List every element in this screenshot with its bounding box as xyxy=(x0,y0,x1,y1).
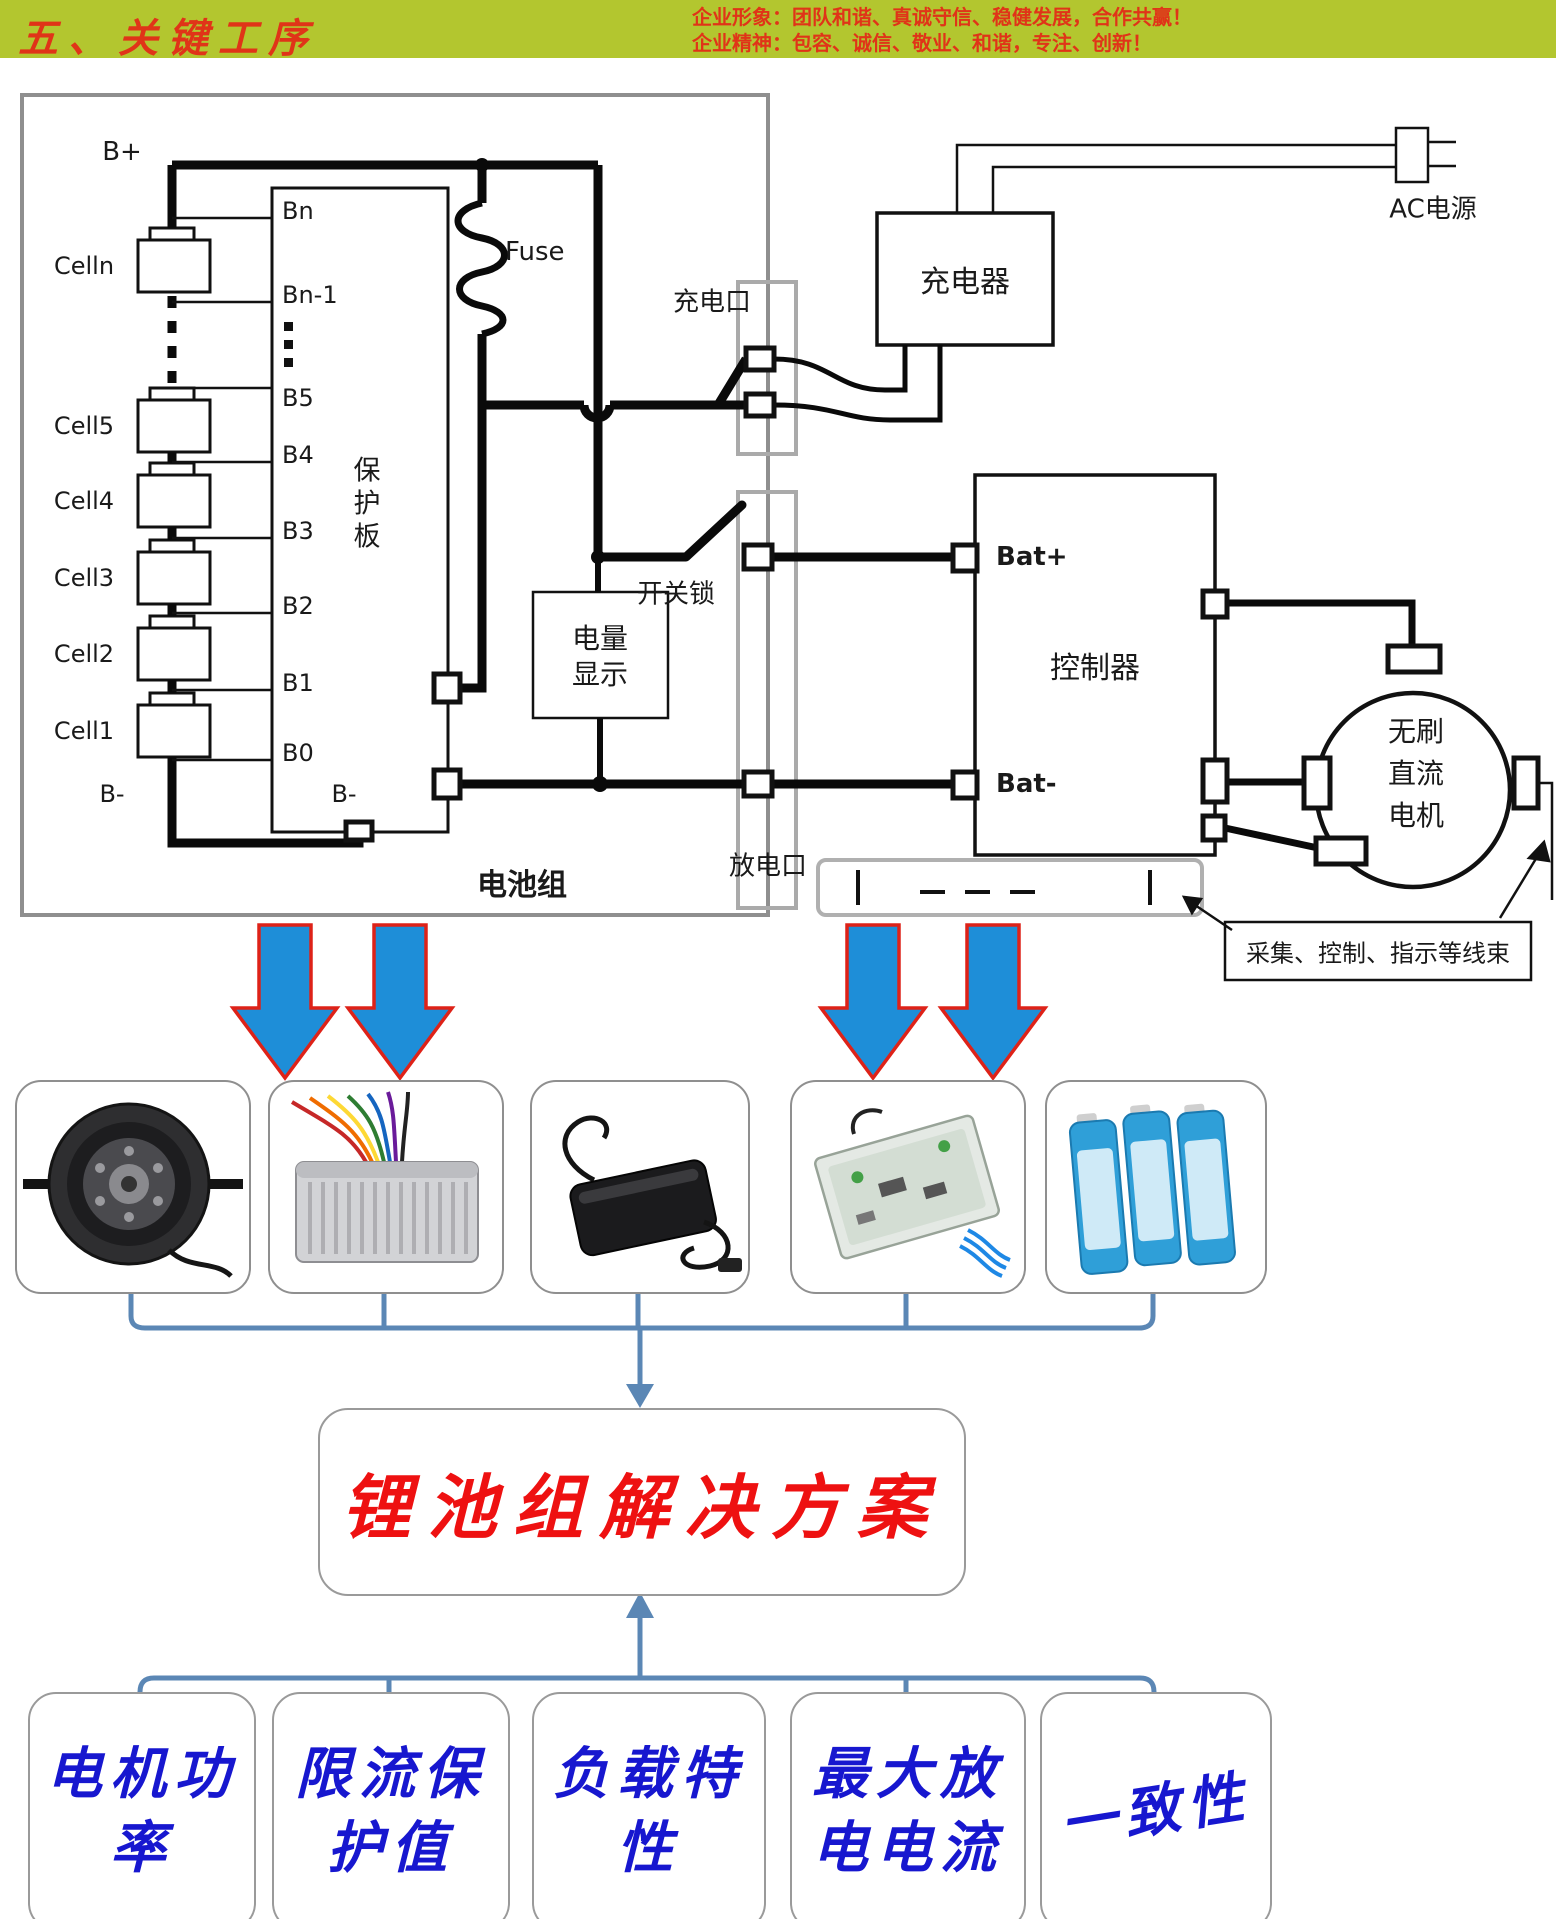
pin-label-bn1: Bn-1 xyxy=(282,281,338,309)
factor-load-line1: 负载特 xyxy=(553,1741,745,1807)
ac-plug-icon xyxy=(1394,126,1430,184)
charger-wires xyxy=(773,345,943,423)
pin-label-b0: B0 xyxy=(282,739,314,767)
pin-label-b2: B2 xyxy=(282,592,314,620)
pack-label: 电池组 xyxy=(477,868,567,903)
charger-label: 充电器 xyxy=(920,265,1010,300)
page-title: 五、关键工序 xyxy=(18,16,318,62)
harness-marks xyxy=(856,870,1152,905)
pin-dots xyxy=(284,322,293,367)
bms-board-icon xyxy=(814,1108,1011,1278)
controller-box xyxy=(973,473,1217,857)
cell-label-2: Cell2 xyxy=(53,640,115,668)
pin-label-bn: Bn xyxy=(282,197,314,225)
cell-label-4: Cell4 xyxy=(53,487,115,515)
cell-label-1: Cell1 xyxy=(53,717,115,745)
switch-blade xyxy=(681,500,747,562)
header-bar: 五、关键工序 企业形象：团队和谐、真诚守信、稳健发展，合作共赢！ 企业精神：包容… xyxy=(0,0,1556,62)
pin-label-b5: B5 xyxy=(282,384,314,412)
bracket-top-arrowhead xyxy=(626,1384,654,1408)
pin-label-b1: B1 xyxy=(282,669,314,697)
motor-label-2: 直流 xyxy=(1388,757,1445,790)
factor-card-current-limit: 限流保 护值 xyxy=(272,1692,510,1919)
fuse-squiggle xyxy=(454,199,508,338)
controller-label: 控制器 xyxy=(1050,651,1140,686)
factor-card-consistency: 一致性 xyxy=(1040,1692,1272,1919)
motor-label-1: 无刷 xyxy=(1388,715,1445,748)
company-slogans: 企业形象：团队和谐、真诚守信、稳健发展，合作共赢！ 企业精神：包容、诚信、敬业、… xyxy=(692,4,1264,56)
lithium-cells-icon xyxy=(1068,1103,1236,1275)
power-display-label-2: 显示 xyxy=(571,658,629,691)
factor-discharge-line2: 电电流 xyxy=(812,1815,1004,1881)
power-display-label-1: 电量 xyxy=(571,622,629,655)
hub-motor-icon xyxy=(23,1102,243,1278)
cell-label-3: Cell3 xyxy=(53,564,115,592)
solution-title: 锂池组解决方案 xyxy=(341,1466,943,1549)
bracket-top xyxy=(128,1292,1156,1386)
factor-card-load-characteristics: 负载特 性 xyxy=(532,1692,766,1919)
b-minus-left-label: B- xyxy=(99,780,125,808)
factor-current-limit-line1: 限流保 xyxy=(295,1741,487,1807)
b-plus-label: B+ xyxy=(102,137,142,167)
factor-consistency-line1: 一致性 xyxy=(1056,1763,1256,1859)
factor-card-max-discharge: 最大放 电电流 xyxy=(790,1692,1026,1919)
solution-box: 锂池组解决方案 xyxy=(318,1408,966,1596)
connector-pins xyxy=(343,345,1541,867)
product-card-cells xyxy=(1045,1080,1267,1294)
factor-motor-power-line2: 率 xyxy=(110,1815,174,1881)
product-card-charger xyxy=(530,1080,750,1294)
charger-box xyxy=(875,211,1055,347)
bracket-bottom-arrowhead xyxy=(626,1592,654,1618)
cell-label-n: Celln xyxy=(53,252,115,280)
charge-port-label: 充电口 xyxy=(672,287,752,318)
discharge-port-label: 放电口 xyxy=(728,851,808,882)
controller-icon xyxy=(290,1091,479,1263)
charger-icon xyxy=(562,1115,742,1272)
harness-strip xyxy=(816,858,1204,917)
bat-minus-label: Bat- xyxy=(996,769,1057,799)
product-card-hub-motor xyxy=(15,1080,251,1294)
factor-discharge-line1: 最大放 xyxy=(812,1741,1004,1807)
discharge-port-connector xyxy=(736,490,798,910)
down-arrows xyxy=(229,923,1049,1081)
bat-plus-label: Bat+ xyxy=(996,542,1068,572)
power-wires xyxy=(167,160,1416,852)
pin-label-b4: B4 xyxy=(282,441,314,469)
fuse-label: Fuse xyxy=(505,237,565,267)
harness-note-label: 采集、控制、指示等线束 xyxy=(1246,939,1510,968)
pin-label-b3: B3 xyxy=(282,517,314,545)
motor-label-3: 电机 xyxy=(1388,799,1445,832)
switch-lock-label: 开关锁 xyxy=(636,579,716,610)
slogan-line-2: 企业精神：包容、诚信、敬业、和谐，专注、创新！ xyxy=(692,31,1152,55)
harness-note-arrows xyxy=(1181,839,1551,932)
sense-wires xyxy=(172,216,272,762)
junction-dots xyxy=(475,158,608,792)
product-card-controller xyxy=(268,1080,504,1294)
product-card-bms xyxy=(790,1080,1026,1294)
protection-board-label: 保护板 xyxy=(348,455,380,555)
slogan-line-1: 企业形象：团队和谐、真诚守信、稳健发展，合作共赢！ xyxy=(692,5,1192,29)
b-minus-board-label: B- xyxy=(331,780,357,808)
factor-motor-power-line1: 电机功 xyxy=(46,1741,238,1807)
harness-note-box xyxy=(1223,920,1533,982)
battery-pack-frame xyxy=(20,93,770,917)
factor-load-line2: 性 xyxy=(617,1815,681,1881)
cell-label-5: Cell5 xyxy=(53,412,115,440)
factor-card-motor-power: 电机功 率 xyxy=(28,1692,256,1919)
ac-wires xyxy=(955,140,1554,900)
bracket-bottom xyxy=(137,1616,1157,1693)
ac-power-label: AC电源 xyxy=(1389,194,1477,225)
factor-current-limit-line2: 护值 xyxy=(327,1815,455,1881)
